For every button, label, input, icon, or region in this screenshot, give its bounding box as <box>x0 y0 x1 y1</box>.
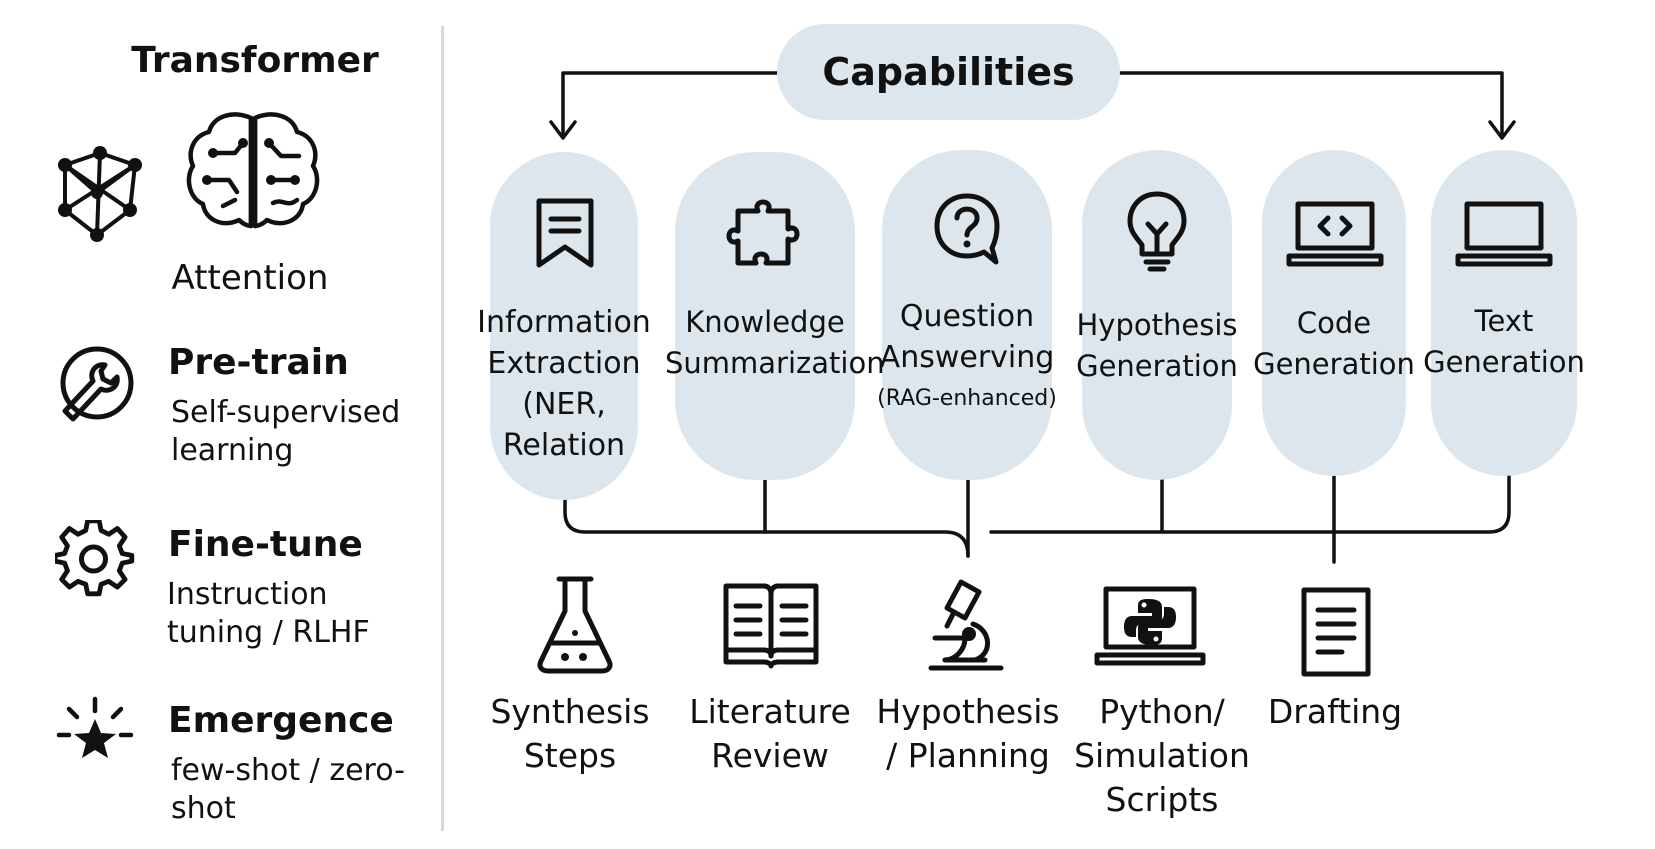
flask-icon <box>537 576 613 674</box>
label-line: Answerving <box>879 340 1055 375</box>
capability-label-question-answering: Question Answerving (RAG-enhanced) <box>872 296 1062 419</box>
stage-title-emergence: Emergence <box>168 700 394 741</box>
label-line: Knowledge <box>685 305 845 339</box>
bookmark-icon <box>536 198 594 268</box>
label-line: Review <box>711 736 829 775</box>
microscope-icon <box>928 579 1004 671</box>
stage-subtitle-finetune: Instruction tuning / RLHF <box>167 576 370 652</box>
subtitle-line: Self-supervised <box>171 395 401 430</box>
panel-divider <box>441 26 444 831</box>
puzzle-icon <box>726 199 800 266</box>
document-icon <box>1301 587 1371 677</box>
capability-pill-hypothesis-generation <box>1082 150 1232 480</box>
label-line: Hypothesis <box>876 692 1060 731</box>
label-line: / Planning <box>886 736 1050 775</box>
label-line: Simulation <box>1074 736 1250 775</box>
label-line: Hypothesis <box>1076 308 1238 342</box>
label-line: Steps <box>523 736 617 775</box>
label-line: Relation <box>502 428 626 463</box>
sparkle-star-icon <box>56 696 134 758</box>
capabilities-title: Capabilities <box>777 24 1120 120</box>
laptop-python-icon <box>1094 586 1206 666</box>
output-label-hypothesis-planning: Hypothesis / Planning <box>868 690 1068 778</box>
label-line: Extraction <box>487 346 641 381</box>
subtitle-line: few-shot / zero- <box>171 753 405 788</box>
label-line: (NER, <box>522 387 606 422</box>
label-line: Scripts <box>1105 780 1219 819</box>
gear-icon <box>55 520 135 597</box>
capability-label-hypothesis-generation: Hypothesis Generation <box>1072 305 1242 387</box>
lightbulb-icon <box>1127 191 1187 272</box>
stage-title-finetune: Fine-tune <box>168 524 363 565</box>
wrench-icon <box>60 346 134 422</box>
capability-label-text-generation: Text Generation <box>1421 301 1587 383</box>
label-line: Text <box>1474 304 1534 338</box>
brain-circuit-icon <box>186 112 320 229</box>
subtitle-line: tuning / RLHF <box>167 615 370 650</box>
label-line: Drafting <box>1267 692 1403 731</box>
label-line: Information <box>477 305 651 340</box>
label-line: Generation <box>1423 345 1585 379</box>
question-bubble-icon <box>934 193 1000 265</box>
label-line: Summarization <box>665 346 885 380</box>
label-note: (RAG-enhanced) <box>877 386 1057 411</box>
capability-label-information-extraction: Information Extraction (NER, Relation <box>476 302 652 466</box>
stage-title-pretrain: Pre-train <box>168 342 349 383</box>
output-label-drafting: Drafting <box>1235 690 1435 734</box>
label-line: Question <box>899 299 1035 334</box>
label-line: Python/ <box>1099 692 1225 731</box>
label-line: Generation <box>1076 349 1238 383</box>
laptop-icon <box>1455 201 1553 267</box>
label-line: Literature <box>689 692 851 731</box>
subtitle-line: shot <box>171 791 236 826</box>
open-book-icon <box>723 583 819 669</box>
laptop-code-icon <box>1286 201 1384 267</box>
subtitle-line: learning <box>171 433 294 468</box>
label-line: Synthesis <box>490 692 650 731</box>
stage-subtitle-pretrain: Self-supervised learning <box>171 394 400 470</box>
network-graph-icon <box>58 146 142 242</box>
label-line: Code <box>1296 306 1372 340</box>
capability-pill-question-answering <box>882 150 1052 480</box>
attention-label: Attention <box>171 258 329 298</box>
transformer-title: Transformer <box>131 40 379 81</box>
capability-pill-information-extraction <box>490 152 638 500</box>
stage-subtitle-emergence: few-shot / zero- shot <box>171 752 405 828</box>
label-line: Generation <box>1253 347 1415 381</box>
capability-pill-knowledge-summarization <box>675 152 855 480</box>
subtitle-line: Instruction <box>167 577 328 612</box>
output-label-synthesis-steps: Synthesis Steps <box>470 690 670 778</box>
output-label-literature-review: Literature Review <box>670 690 870 778</box>
capability-label-code-generation: Code Generation <box>1252 303 1416 385</box>
capability-label-knowledge-summarization: Knowledge Summarization <box>665 302 885 384</box>
output-label-python-simulation-scripts: Python/ Simulation Scripts <box>1062 690 1262 822</box>
